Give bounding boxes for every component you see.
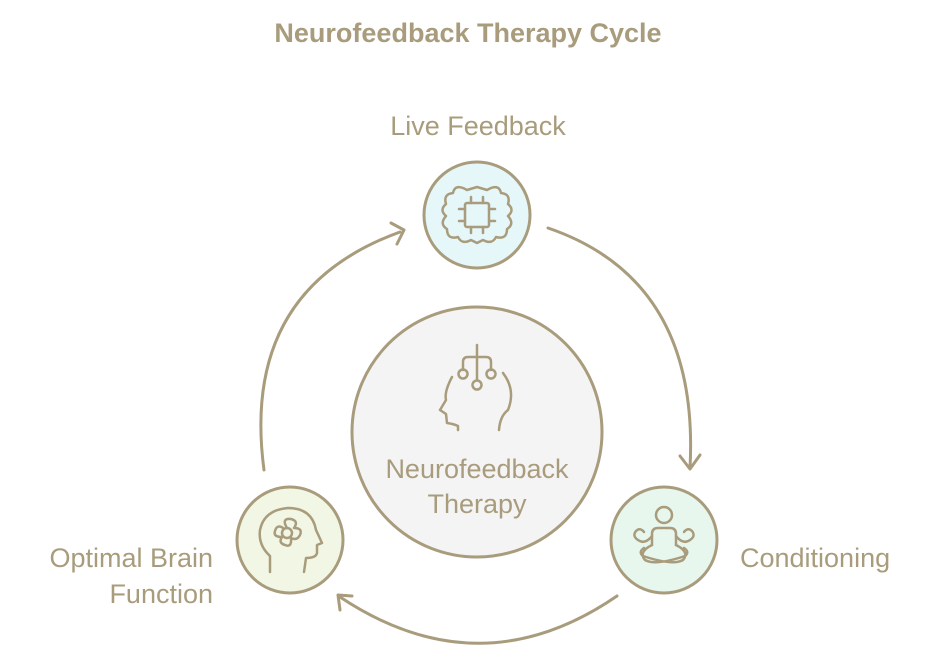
head-with-circuit-icon <box>438 343 513 432</box>
arrow-head-conditioning <box>678 453 702 471</box>
conditioning-label: Conditioning <box>740 543 891 573</box>
head-flower-icon <box>258 506 324 574</box>
brain-chip-icon <box>441 185 513 245</box>
live-feedback-label: Live Feedback <box>390 111 566 141</box>
arrow-conditioning-to-optimal <box>338 594 619 645</box>
meditation-icon <box>633 505 695 564</box>
optimal-brain-label-line1: Optimal Brain <box>49 543 213 573</box>
optimal-brain-label-line2: Function <box>109 579 213 609</box>
center-label-line2: Therapy <box>427 489 527 519</box>
conditioning-node <box>609 485 719 595</box>
optimal-brain-function-label: Optimal Brain Function <box>10 540 213 612</box>
live-feedback-node <box>422 160 532 270</box>
center-label-line1: Neurofeedback <box>385 454 569 484</box>
arrow-head-optimal <box>336 593 354 612</box>
diagram-title: Neurofeedback Therapy Cycle <box>274 18 662 48</box>
arrow-optimal-to-live <box>259 230 402 472</box>
arrow-live-to-conditioning <box>546 226 693 470</box>
arrow-head-live <box>389 221 406 246</box>
center-node <box>350 305 604 559</box>
